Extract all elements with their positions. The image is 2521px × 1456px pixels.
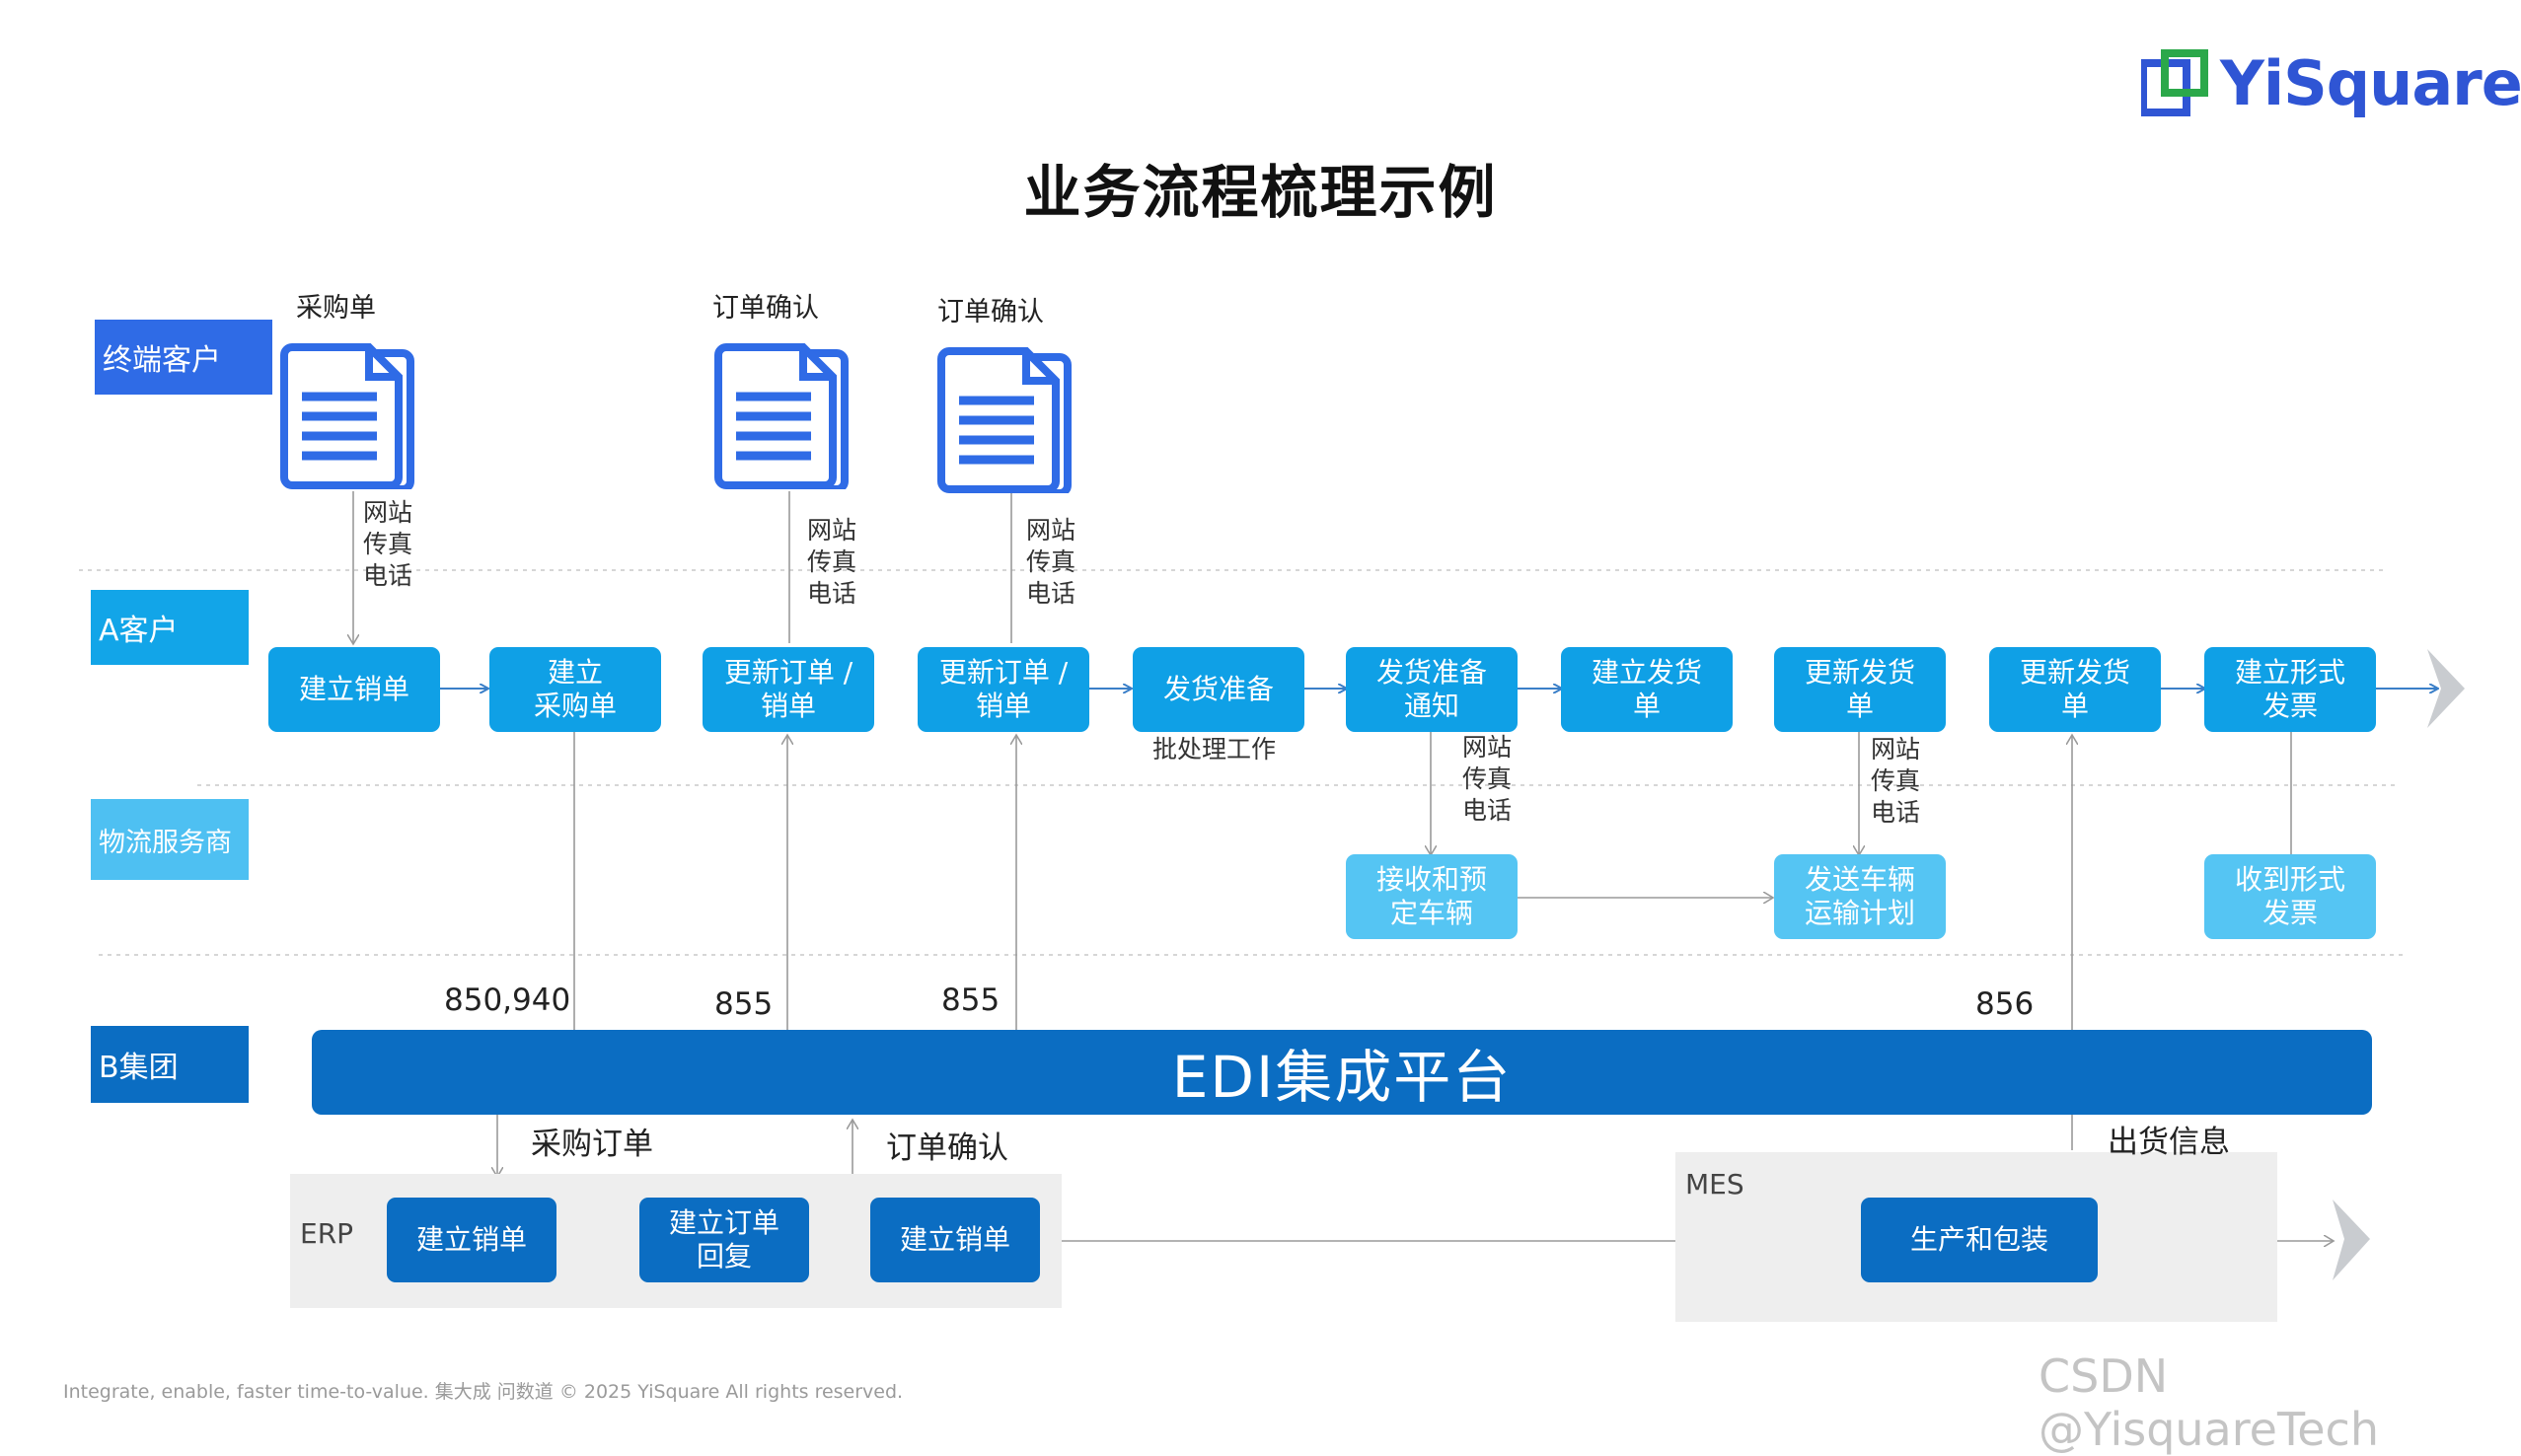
flow-label-order-confirm: 订单确认 <box>886 1130 1008 1166</box>
flow-label-purchase-order: 采购订单 <box>531 1127 653 1162</box>
process-box: 更新发货 单 <box>1774 647 1946 732</box>
mes-box: 生产和包装 <box>1861 1198 2098 1282</box>
doc-label-confirm-1: 订单确认 <box>712 293 819 324</box>
edi-code: 855 <box>714 986 774 1022</box>
mes-label: MES <box>1685 1168 1744 1201</box>
channel-note: 网站 传真 电话 <box>807 516 857 608</box>
flow-end-chevron <box>2427 649 2465 728</box>
lane-label-a: A客户 <box>91 590 249 665</box>
channel-note: 网站 传真 电话 <box>363 498 413 590</box>
yisquare-logo-icon <box>2141 49 2208 116</box>
process-box: 收到形式 发票 <box>2204 854 2376 939</box>
erp-box: 建立销单 <box>387 1198 556 1282</box>
lane-label-b: B集团 <box>91 1026 249 1103</box>
edi-platform-bar: EDI集成平台 <box>312 1030 2372 1115</box>
process-box: 更新订单 / 销单 <box>918 647 1089 732</box>
edi-code: 856 <box>1975 986 2035 1022</box>
watermark: CSDN @YisquareTech <box>2039 1349 2379 1456</box>
logo-text: YiSquare <box>2220 47 2521 119</box>
document-icon <box>714 343 849 489</box>
process-box: 更新订单 / 销单 <box>703 647 874 732</box>
channel-note: 网站 传真 电话 <box>1026 516 1076 608</box>
lane-label-customer: 终端客户 <box>95 320 272 395</box>
batch-note: 批处理工作 <box>1152 735 1277 764</box>
edi-code: 850,940 <box>444 983 571 1018</box>
document-icon <box>280 343 414 489</box>
edi-code: 855 <box>941 983 1001 1018</box>
erp-box: 建立订单 回复 <box>639 1198 809 1282</box>
footer-text: Integrate, enable, faster time-to-value.… <box>63 1381 904 1403</box>
process-box: 发货准备 <box>1133 647 1304 732</box>
process-box: 建立销单 <box>268 647 440 732</box>
process-box: 发送车辆 运输计划 <box>1774 854 1946 939</box>
channel-note: 网站 传真 电话 <box>1462 733 1513 825</box>
channel-note: 网站 传真 电话 <box>1871 735 1921 827</box>
process-box: 建立发货 单 <box>1561 647 1733 732</box>
erp-box: 建立销单 <box>870 1198 1040 1282</box>
lane-separators <box>79 569 2403 956</box>
process-box: 发货准备 通知 <box>1346 647 1518 732</box>
mes-end-chevron <box>2333 1200 2370 1280</box>
yisquare-logo: YiSquare <box>2141 47 2521 121</box>
doc-label-po: 采购单 <box>296 293 376 324</box>
erp-label: ERP <box>300 1217 354 1250</box>
lane-label-logistics: 物流服务商 <box>91 799 249 880</box>
process-box: 建立 采购单 <box>489 647 661 732</box>
doc-label-confirm-2: 订单确认 <box>937 297 1044 328</box>
page-title: 业务流程梳理示例 <box>1023 159 1498 226</box>
document-icon <box>937 347 1072 493</box>
process-box: 接收和预 定车辆 <box>1346 854 1518 939</box>
flow-label-shipping-info: 出货信息 <box>2108 1125 2230 1160</box>
process-box: 更新发货 单 <box>1989 647 2161 732</box>
process-box: 建立形式 发票 <box>2204 647 2376 732</box>
